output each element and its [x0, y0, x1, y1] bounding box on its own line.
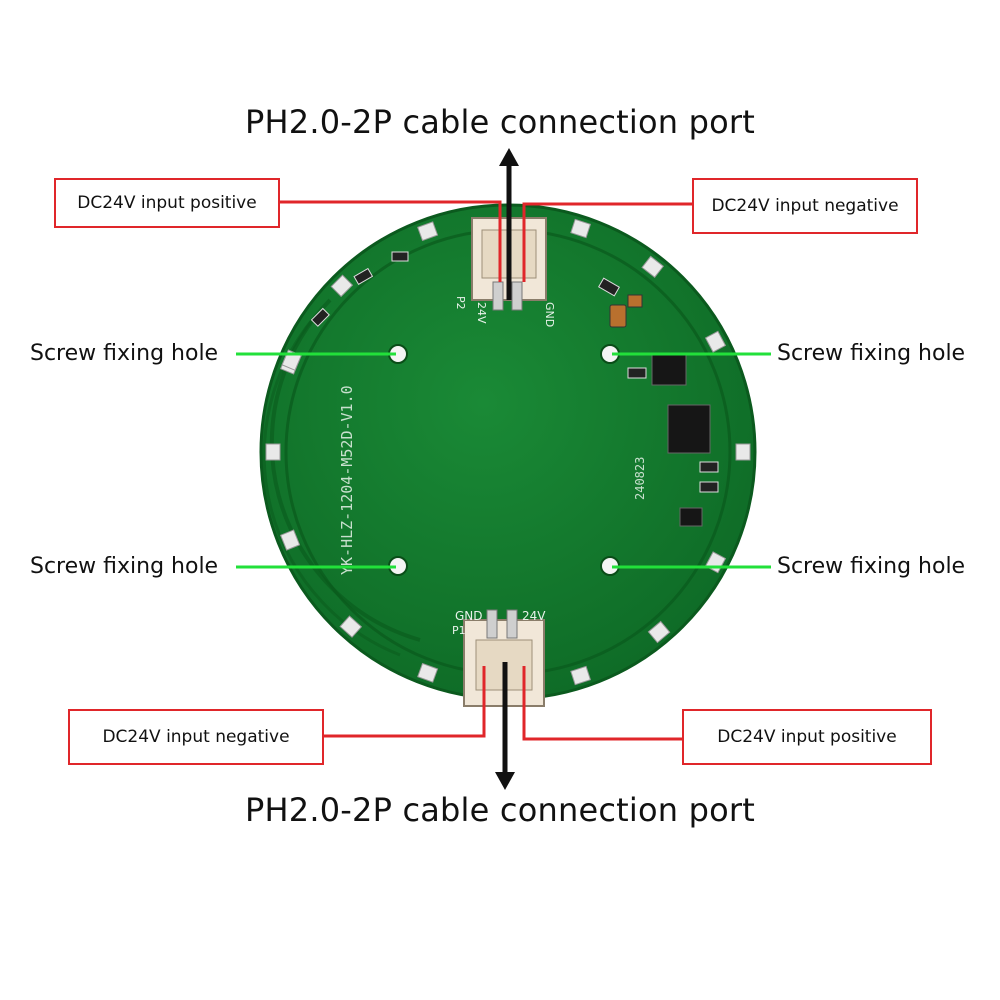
connector-top-ref: P2 — [454, 296, 467, 310]
led — [641, 255, 664, 278]
led — [265, 443, 281, 461]
callout-top-right: DC24V input negative — [692, 178, 918, 234]
capacitor — [609, 304, 627, 328]
pcb-date-code: 240823 — [633, 457, 647, 500]
label-screw-hole-top-right: Screw fixing hole — [777, 341, 966, 366]
led-ring — [265, 218, 751, 686]
resistor — [391, 251, 409, 262]
led — [330, 274, 354, 298]
callout-line-bottom-right — [522, 666, 683, 741]
led — [735, 443, 751, 461]
callout-line-top-left — [279, 200, 502, 282]
led — [570, 665, 592, 686]
arrow-up-head — [499, 148, 519, 166]
connector-pin — [486, 609, 498, 639]
connector-bottom-ref: P1 — [452, 624, 466, 637]
led — [704, 330, 727, 353]
title-bottom: PH2.0-2P cable connection port — [245, 791, 755, 829]
transistor-q1 — [679, 507, 703, 527]
connector-top-pin-b: GND — [543, 302, 556, 327]
connector-pin — [506, 609, 518, 639]
resistor — [353, 267, 374, 286]
ic-u1 — [651, 354, 687, 386]
connector-bottom: GND 24V P1 — [452, 609, 546, 707]
led — [570, 218, 592, 239]
led — [339, 615, 363, 638]
led — [417, 662, 439, 683]
connector-pin — [492, 281, 504, 311]
ic-cluster — [609, 294, 719, 527]
callout-bottom-left: DC24V input negative — [68, 709, 324, 765]
connector-pin — [511, 281, 523, 311]
connector-top-pin-a: 24V — [475, 302, 488, 324]
connector-bottom-pin-a: GND — [455, 609, 483, 623]
led — [417, 221, 439, 242]
label-screw-hole-top-left: Screw fixing hole — [30, 341, 219, 366]
callout-line-bottom-left — [323, 666, 486, 738]
callout-line-top-right — [522, 202, 693, 282]
ic-u2 — [667, 404, 711, 454]
callout-bottom-right: DC24V input positive — [682, 709, 932, 765]
title-top: PH2.0-2P cable connection port — [245, 103, 755, 141]
pcb-model-text: YK-HLZ-1204-M52D-V1.0 — [338, 385, 356, 575]
resistor — [598, 277, 620, 297]
resistor — [310, 307, 330, 327]
arrow-down-head — [495, 772, 515, 790]
led — [647, 620, 671, 644]
resistor — [627, 367, 647, 379]
pcb-trace-arc — [269, 298, 421, 642]
label-screw-hole-bottom-right: Screw fixing hole — [777, 554, 966, 579]
resistor — [699, 481, 719, 493]
led — [279, 529, 301, 551]
capacitor — [627, 294, 643, 308]
callout-top-left: DC24V input positive — [54, 178, 280, 228]
resistor — [699, 461, 719, 473]
label-screw-hole-bottom-left: Screw fixing hole — [30, 554, 219, 579]
connector-bottom-pin-b: 24V — [522, 609, 546, 623]
